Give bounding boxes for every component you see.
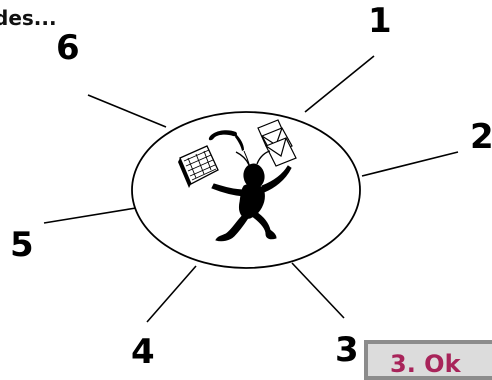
spoke-5 xyxy=(44,208,136,223)
spoke-3 xyxy=(292,263,344,318)
label-5: 5 xyxy=(10,228,34,262)
spoke-4 xyxy=(147,266,196,322)
partial-heading: des... xyxy=(0,6,57,30)
spoke-2 xyxy=(362,152,458,176)
spoke-6 xyxy=(88,95,166,127)
label-2: 2 xyxy=(470,120,492,154)
label-4: 4 xyxy=(131,335,155,369)
corner-card: 3. Ok xyxy=(364,340,492,380)
spoke-1 xyxy=(305,56,374,112)
label-1: 1 xyxy=(368,4,392,38)
card-label: 3. Ok xyxy=(390,350,461,378)
label-6: 6 xyxy=(56,31,80,65)
label-3: 3 xyxy=(335,333,359,367)
